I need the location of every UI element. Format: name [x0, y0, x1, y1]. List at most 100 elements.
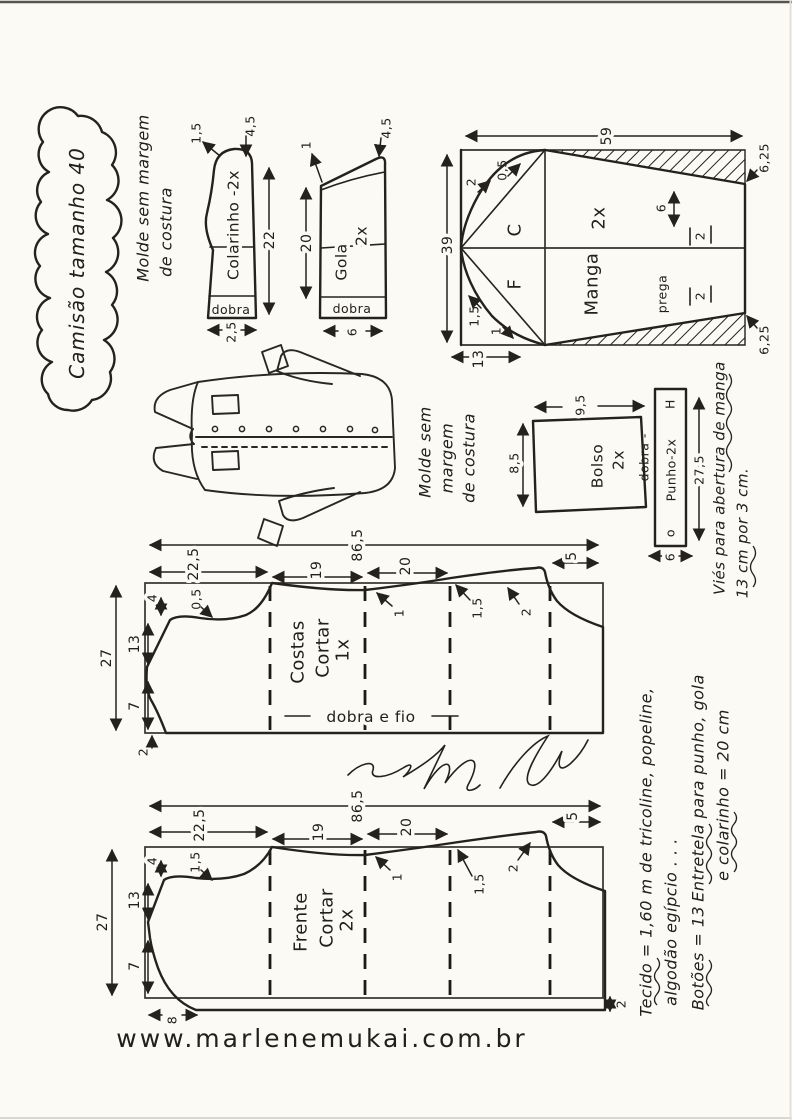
- measure-height: 27: [91, 848, 119, 997]
- measure-height: 27: [95, 584, 123, 732]
- measure-gola-top: 4,5: [373, 117, 393, 158]
- measure-value: 6,25: [756, 325, 771, 355]
- piece-costas: Costas Cortar 1x dobra e fio 86,5 22,5 1…: [95, 525, 605, 756]
- website-url: www.marlenemukai.com.br: [116, 1024, 527, 1053]
- piece-cut: Cortar: [312, 618, 333, 678]
- measure-value: 2: [463, 178, 478, 186]
- measure-collar-length: 22: [258, 166, 281, 316]
- pleat-marks-front: prega 2: [654, 275, 712, 313]
- note-no-seam-allowance-mid: Molde sem margem de costura: [416, 406, 479, 503]
- measure-shoulder-curve: 0,5: [188, 588, 213, 618]
- measure-value: 6: [662, 553, 677, 561]
- note-line: Molde sem: [416, 406, 435, 497]
- piece-gola: Gola 2x dobra 1 4,5 20 6: [295, 117, 393, 339]
- note-line: 13 cm por 3 cm.: [733, 468, 751, 599]
- pattern-title: Camisão tamanho 40: [65, 147, 89, 379]
- measure-value: 1,5: [469, 597, 484, 618]
- measure-hem-bottom: 6,25: [746, 315, 771, 355]
- piece-label: Manga: [581, 253, 602, 316]
- measure-value: 4,5: [378, 117, 393, 138]
- note-fabric: Tecido = 1,60 m de tricoline, popeline, …: [637, 674, 738, 1017]
- measure-seg2: 19: [271, 819, 364, 846]
- measure-gola-length: 20: [295, 186, 318, 300]
- measure-hem-step: 2: [603, 995, 628, 1013]
- piece-qty: 2x: [352, 226, 370, 246]
- measure-curve-2: 2: [507, 586, 533, 616]
- measure-value: 2: [692, 292, 707, 300]
- measure-value: 5: [565, 811, 581, 820]
- measure-value: 27,5: [691, 455, 706, 485]
- measure-cb-ext: 2: [135, 734, 159, 756]
- measure-value: 19: [309, 561, 325, 580]
- note-line: Entretela para punho, gola: [689, 674, 708, 902]
- sleeve-back-half: C: [504, 223, 525, 236]
- measure-value: 1,5: [466, 305, 481, 326]
- measure-value: 1,5: [188, 122, 203, 143]
- measure-seg1: 22,5: [148, 544, 269, 584]
- measure-value: 20: [399, 818, 415, 837]
- measure-value: 20: [398, 557, 414, 576]
- measure-value: 2: [692, 232, 707, 240]
- measure-value: 27: [95, 913, 111, 932]
- note-line: de costura: [157, 187, 176, 277]
- measure-cap-front-15: 1,5: [466, 295, 482, 327]
- note-line: Molde sem margem: [134, 114, 153, 282]
- note-line: Tecido = 1,60 m de tricoline, popeline,: [637, 687, 656, 1016]
- measure-sleeve-height: 39: [436, 153, 459, 344]
- shirt-buttons: [211, 425, 379, 434]
- pleat-marks-back: 2: [689, 225, 712, 246]
- measure-sleeve-vent: 6: [650, 190, 681, 228]
- button-mark: o: [662, 529, 677, 537]
- wavy-underline: [705, 823, 713, 885]
- measure-sleeve-bottom: 13: [450, 346, 522, 372]
- measure-value: 2: [518, 608, 533, 616]
- measure-value: 1: [298, 141, 313, 149]
- measure-total-width: 86,5: [148, 525, 600, 565]
- note-line: de costura: [460, 413, 479, 503]
- fold-label: dobra: [212, 302, 251, 317]
- piece-bolso: Bolso 2x 9,5 8,5: [503, 391, 648, 514]
- measure-neck-drop: 4: [141, 853, 168, 878]
- measure-bolso-height: 8,5: [503, 422, 530, 508]
- fold-label: - dobra -: [636, 433, 651, 491]
- wavy-underline: [725, 373, 733, 473]
- piece-label: Punho-2x: [663, 439, 678, 502]
- measure-value: 86,5: [350, 789, 366, 822]
- measure-seg1: 22,5: [148, 805, 269, 845]
- fold-grain-label: dobra e fio: [284, 705, 459, 730]
- measure-value: 0,5: [494, 159, 509, 180]
- piece-qty: 1x: [332, 638, 353, 661]
- wavy-underline: [653, 957, 661, 1006]
- fold-label: dobra: [333, 301, 372, 316]
- fold-label: dobra e fio: [326, 708, 415, 726]
- measure-gola-tip: 1: [298, 141, 323, 183]
- measure-value: 1,5: [187, 851, 202, 872]
- measure-hem-top: 6,25: [746, 143, 771, 182]
- measure-collar-top: 4,5: [239, 115, 257, 158]
- measure-value: 9,5: [572, 394, 587, 415]
- piece-label: Colarinho -2x: [224, 170, 242, 280]
- measure-value: 2,5: [223, 321, 238, 342]
- measure-value: 13: [127, 635, 143, 654]
- note-line: margem: [438, 423, 457, 494]
- note-no-seam-allowance-top: Molde sem margem de costura: [134, 114, 176, 282]
- signature-scribble: [347, 734, 589, 792]
- piece-label: Gola: [332, 243, 350, 280]
- measure-value: 1,5: [471, 873, 486, 894]
- measure-sleeve-width: 59: [464, 123, 744, 149]
- measure-value: 19: [311, 823, 327, 842]
- measure-total-width: 86,5: [148, 786, 602, 826]
- note-line: algodão egípcio . . .: [662, 838, 681, 1006]
- measure-value: 4: [144, 857, 159, 865]
- sleeve-front-half: F: [504, 279, 525, 290]
- measure-value: 20: [299, 234, 315, 253]
- measure-value: 22,5: [192, 808, 208, 841]
- measure-seg4: 5: [551, 808, 602, 829]
- piece-qty: 2x: [588, 206, 609, 229]
- measure-shoulder: 13: [123, 622, 155, 666]
- buttonhole-mark: H: [662, 399, 677, 409]
- measure-cap-back-05: 0,5: [494, 159, 521, 181]
- measure-value: 39: [440, 236, 456, 255]
- measure-value: 1: [488, 327, 503, 335]
- measure-cap-front-1: 1: [488, 325, 514, 339]
